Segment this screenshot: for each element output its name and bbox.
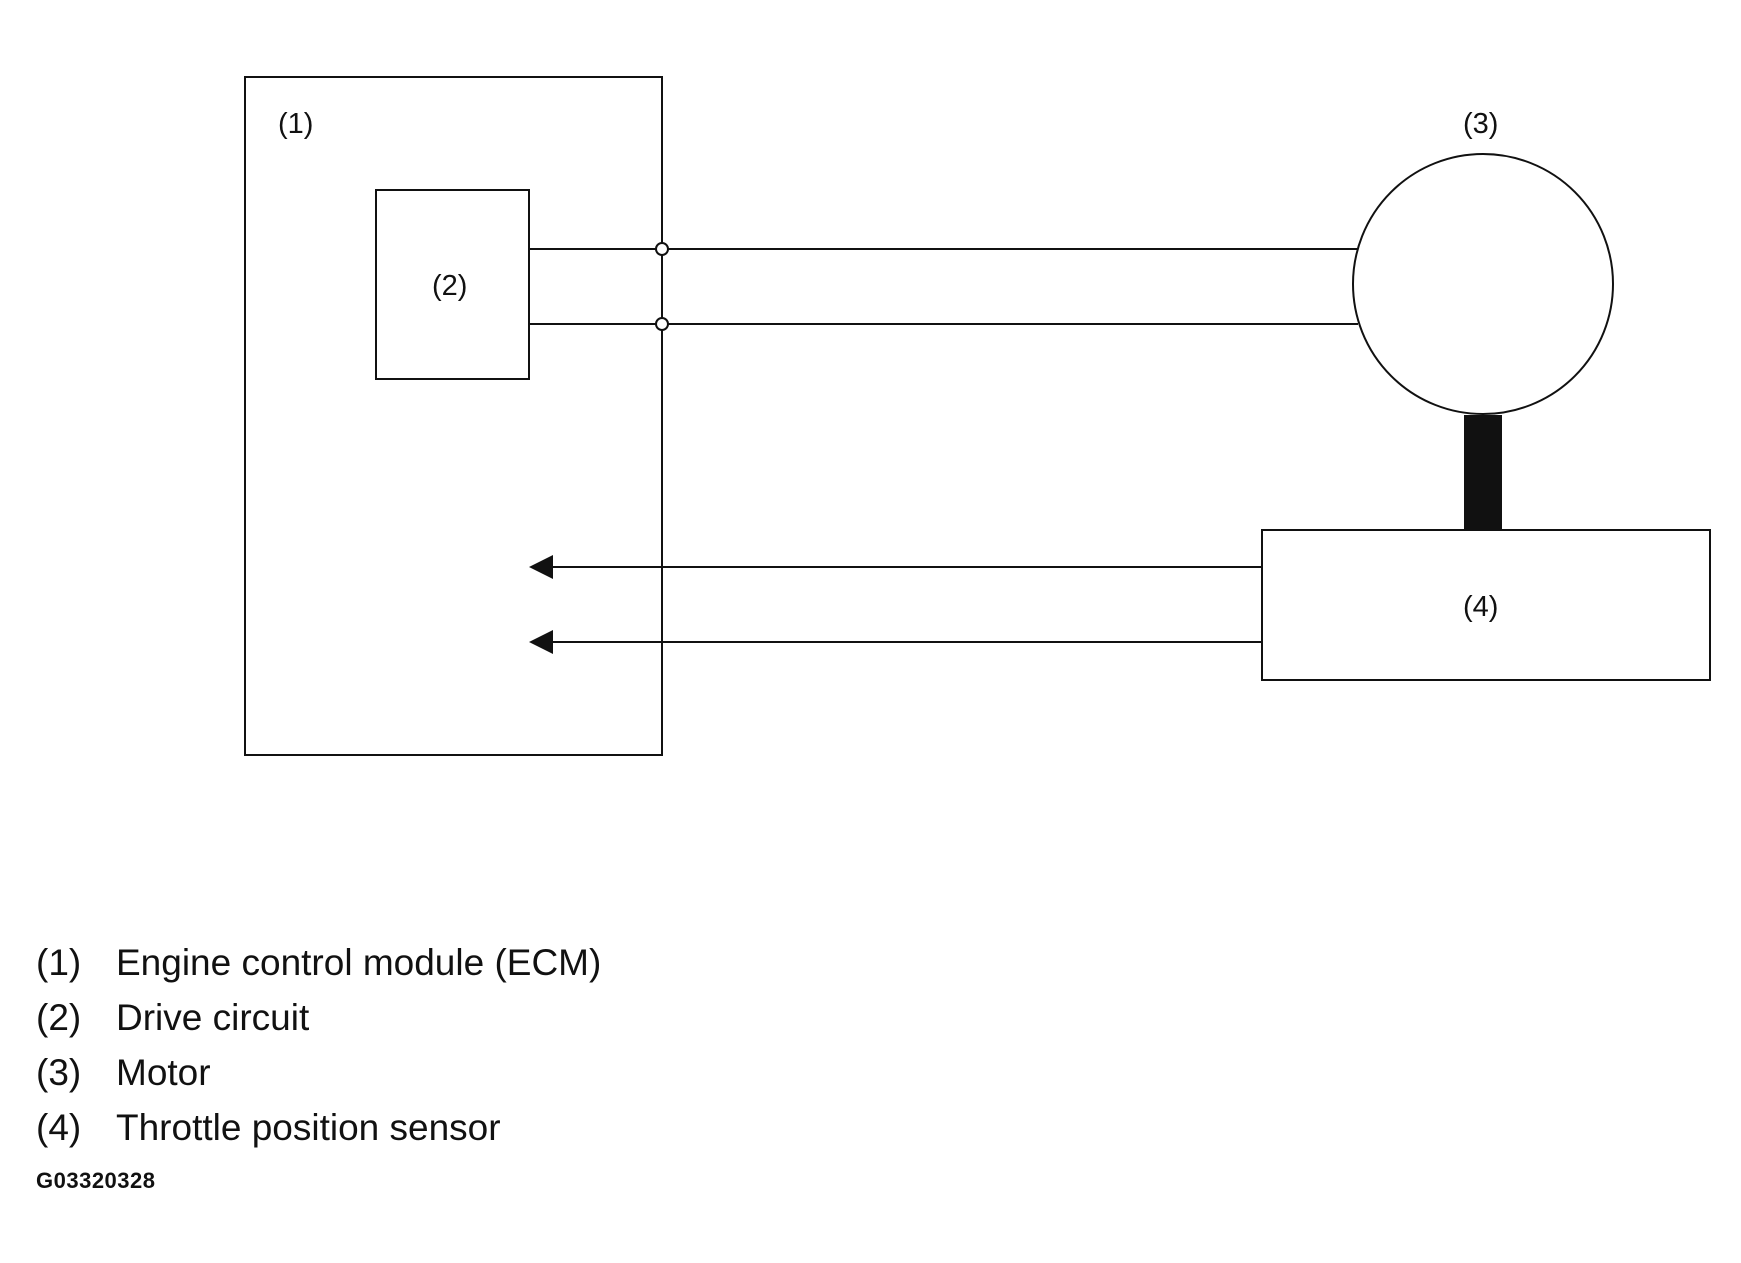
legend-text: Throttle position sensor (116, 1107, 501, 1148)
legend-number: (3) (36, 1052, 82, 1093)
sensor-signal-arrow-upper (529, 555, 553, 579)
motor-shaft (1464, 415, 1502, 530)
ecm-box (244, 76, 663, 756)
legend-number: (4) (36, 1107, 82, 1148)
drive-circuit-box (375, 189, 530, 380)
legend-item: (2) Drive circuit (36, 990, 601, 1045)
legend: (1) Engine control module (ECM) (2) Driv… (36, 935, 601, 1155)
legend-item: (1) Engine control module (ECM) (36, 935, 601, 990)
throttle-sensor-label: (4) (1463, 591, 1498, 623)
ecm-label: (1) (278, 108, 313, 140)
legend-item: (3) Motor (36, 1045, 601, 1100)
motor-label: (3) (1463, 108, 1498, 140)
connector-terminal-upper (655, 242, 669, 256)
legend-number: (1) (36, 942, 82, 983)
throttle-sensor-box (1261, 529, 1711, 681)
legend-item: (4) Throttle position sensor (36, 1100, 601, 1155)
legend-text: Drive circuit (116, 997, 310, 1038)
drive-circuit-label: (2) (432, 270, 467, 302)
legend-text: Motor (116, 1052, 211, 1093)
legend-number: (2) (36, 997, 82, 1038)
sensor-signal-arrow-lower (529, 630, 553, 654)
connector-terminal-lower (655, 317, 669, 331)
legend-text: Engine control module (ECM) (116, 942, 602, 983)
figure-code: G03320328 (36, 1168, 156, 1193)
motor-circle (1352, 153, 1614, 415)
